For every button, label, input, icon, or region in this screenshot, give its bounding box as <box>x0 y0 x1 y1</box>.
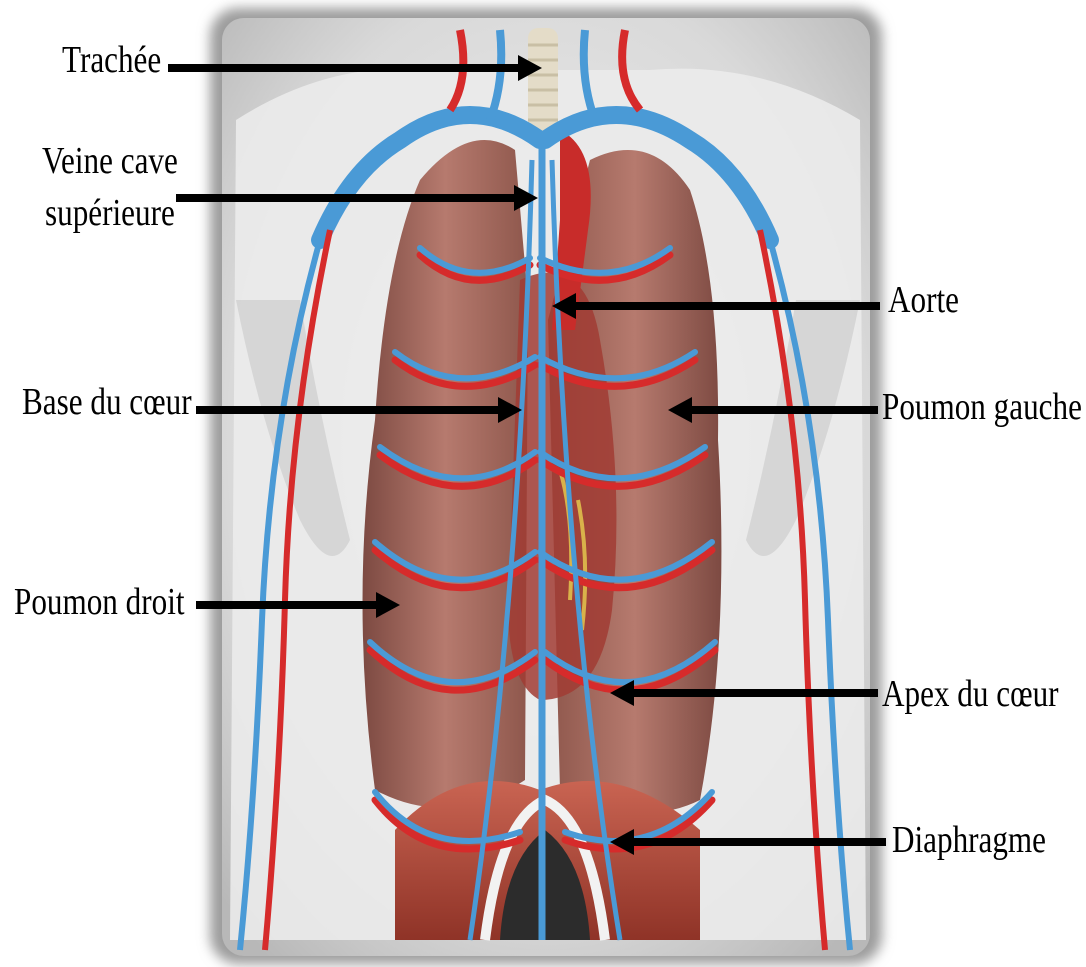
label-aorte: Aorte <box>888 278 959 322</box>
label-veine-cave-line2: supérieure <box>42 187 178 239</box>
label-diaphragme: Diaphragme <box>892 818 1046 862</box>
label-apex-du-coeur: Apex du cœur <box>882 672 1059 716</box>
label-base-du-coeur: Base du cœur <box>22 380 192 424</box>
label-poumon-gauche: Poumon gauche <box>882 385 1082 429</box>
label-veine-cave-superieure: Veine cave supérieure <box>42 135 178 239</box>
label-poumon-droit: Poumon droit <box>14 580 185 624</box>
label-veine-cave-line1: Veine cave <box>42 135 178 187</box>
label-trachee: Trachée <box>62 38 161 82</box>
